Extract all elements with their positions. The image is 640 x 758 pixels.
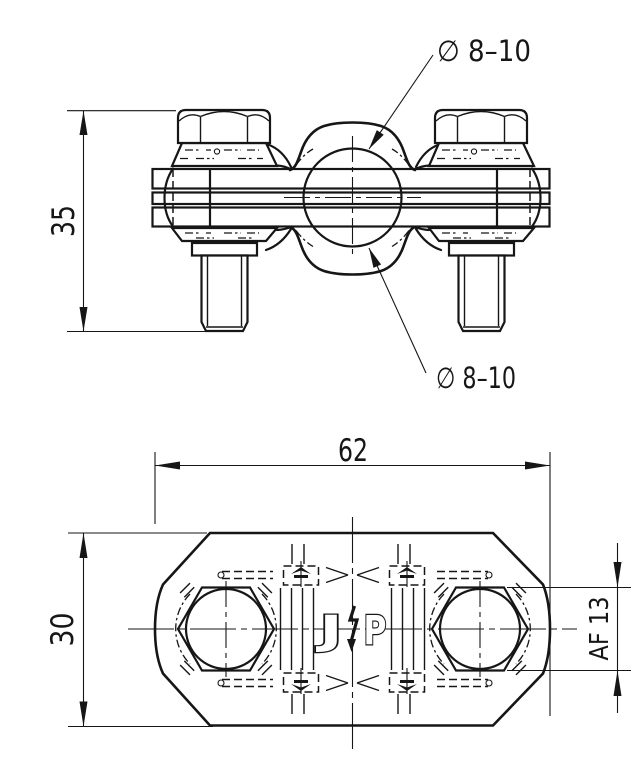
hex-head-left-facets — [178, 110, 270, 143]
boss-curves — [264, 143, 443, 252]
thread-ticks-left-hex — [179, 582, 273, 676]
stud-right — [457, 254, 506, 333]
dim-35-extension-lines — [67, 110, 207, 333]
dim-35-arrow-bottom — [79, 307, 88, 332]
logo-letter-p: P — [364, 608, 387, 654]
leader-bottom-line — [368, 247, 427, 374]
dim-af13-extension-lines — [507, 586, 631, 672]
dim-af13-text: AF 13 — [585, 597, 615, 661]
logo-lightning-icon — [347, 605, 360, 641]
dome-bottom-outline — [288, 225, 417, 276]
stud-left — [200, 254, 249, 333]
body-outline — [153, 531, 552, 727]
band-bottom-mark-right — [397, 684, 417, 691]
leader-top-label: ∅ 8–10 — [437, 34, 531, 68]
leader-bottom-label: ∅ 8–10 — [436, 361, 516, 395]
logo-letter-j: J — [315, 608, 343, 654]
band-top-dash-lines — [222, 570, 488, 580]
dim-62-text: 62 — [338, 433, 368, 469]
hidden-band-bottom — [217, 668, 493, 697]
stud-right-threads — [463, 256, 500, 328]
dim-af13-arrow-bottom — [613, 670, 622, 696]
band-bottom-dash-lines — [222, 678, 488, 688]
casting-hidden-edges — [172, 169, 531, 227]
groove-edge-pairs — [291, 544, 411, 714]
band-top-circle-left — [217, 571, 225, 579]
washer-top-left-dashes — [180, 149, 263, 160]
dim-62-extension-lines — [154, 452, 551, 716]
conductor-straps — [151, 167, 551, 228]
washer-bottom-right — [426, 226, 537, 243]
washer-top-right-mark — [470, 148, 478, 155]
dim-35-text: 35 — [46, 205, 82, 237]
dim-30-text: 30 — [45, 613, 81, 647]
dim-af13-arrow-top — [613, 562, 622, 588]
band-top-circle-right — [485, 571, 493, 579]
nut-left — [190, 241, 259, 257]
hidden-band-top — [217, 561, 493, 590]
dim-30-arrow-bottom — [79, 701, 88, 727]
band-top-mark-left — [291, 567, 311, 574]
side-view: 35 ∅ 8–10 ∅ 8–10 — [46, 34, 551, 395]
dimension-af13: AF 13 — [507, 543, 631, 713]
dome-top-outline — [288, 121, 417, 172]
washer-bottom-left-dashes — [185, 232, 259, 239]
washer-top-right-dashes — [437, 149, 520, 160]
brand-logo: J P — [314, 605, 388, 655]
bolt-assembly-right — [426, 108, 537, 333]
strap-bottom — [151, 206, 551, 228]
logo-lightning-arrow — [347, 639, 356, 652]
leader-bottom-arrow — [369, 248, 382, 268]
leader-conductor-bottom: ∅ 8–10 — [368, 247, 516, 395]
dim-35-arrow-top — [79, 110, 88, 135]
leader-conductor-top: ∅ 8–10 — [368, 34, 531, 150]
nut-right — [447, 241, 516, 257]
washer-bottom-left — [169, 226, 280, 243]
washer-top-right — [427, 141, 536, 168]
casting-slot-edges — [208, 167, 499, 229]
bolt-assembly-left — [169, 108, 280, 333]
band-bottom-circle-right — [485, 679, 493, 687]
band-top-mark-right — [397, 567, 417, 574]
dome-hidden-arcs — [295, 148, 410, 248]
strap-top — [151, 167, 551, 190]
dim-62-arrow-left — [155, 461, 180, 470]
dimension-62: 62 — [154, 433, 551, 716]
dimension-35: 35 — [46, 110, 207, 333]
washer-bottom-right-dashes — [442, 232, 516, 239]
dim-30-arrow-top — [79, 533, 88, 558]
band-bottom-chevrons — [325, 674, 380, 692]
washer-top-left — [170, 141, 279, 168]
dim-30-extension-lines — [68, 532, 213, 728]
casting-left-edge — [163, 167, 175, 228]
casting-right-edge — [530, 167, 542, 228]
strap-middle — [151, 191, 551, 206]
dim-62-arrow-right — [525, 461, 550, 470]
plan-view: J P 62 30 AF 13 — [45, 433, 631, 749]
band-bottom-mark-left — [291, 684, 311, 691]
washer-top-left-mark — [213, 148, 221, 155]
band-bottom-circle-left — [217, 679, 225, 687]
stud-left-threads — [206, 256, 243, 328]
band-top-chevrons — [325, 566, 380, 584]
hex-head-right-facets — [435, 110, 527, 143]
leader-top-arrow — [369, 130, 384, 149]
dimension-30: 30 — [45, 532, 213, 728]
